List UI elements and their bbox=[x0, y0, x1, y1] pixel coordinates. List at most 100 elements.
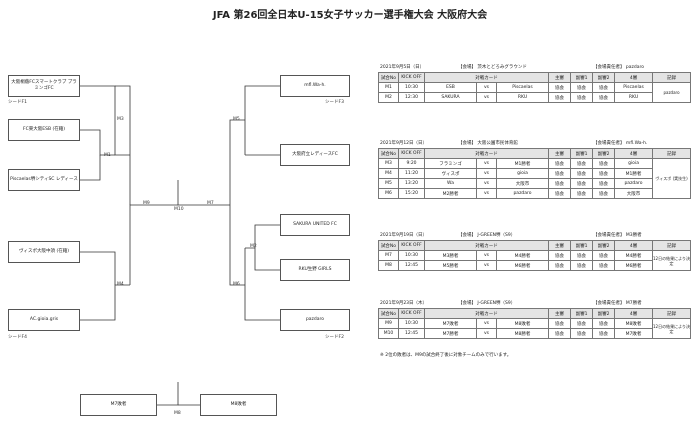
col-header: 試合No bbox=[378, 148, 399, 159]
col-header: 主審 bbox=[548, 240, 572, 251]
table-cell: 9:20 bbox=[398, 158, 425, 169]
team-name: Piscaelas堺シティSC レディース bbox=[10, 177, 78, 182]
record-note: pazdaro bbox=[652, 82, 692, 103]
col-header: 4審 bbox=[614, 72, 654, 83]
schedule-section: 2021年9月12日（日） 【会場】 大阪公園市民体育館 【会場責任者】 mfl.W… bbox=[378, 138, 692, 199]
team-name: SAKURA UNITED FC bbox=[293, 222, 337, 227]
table-cell: vs bbox=[476, 178, 497, 189]
match-label: M9 bbox=[143, 201, 150, 206]
table-cell: 協会 bbox=[592, 158, 616, 169]
table-cell: M2勝者 bbox=[424, 188, 477, 199]
col-header: 4審 bbox=[614, 240, 654, 251]
team-name: FC東大阪ESB (在籍) bbox=[23, 127, 65, 132]
seed-label: シードF2 bbox=[325, 335, 344, 340]
schedule-section: 2021年9月19日（日）【会場】 J-GREEN堺（S9）【会場責任者】 M3… bbox=[378, 230, 692, 271]
col-header: 副審1 bbox=[570, 308, 594, 319]
match-label: M8 bbox=[174, 411, 181, 416]
table-cell: M8勝者 bbox=[495, 328, 550, 339]
team-name: AC.gioia.gris bbox=[29, 317, 59, 322]
match-label: M5 bbox=[233, 117, 240, 122]
col-header: 主審 bbox=[548, 308, 572, 319]
table-cell: 13:20 bbox=[398, 178, 425, 189]
table-cell: 協会 bbox=[592, 260, 616, 271]
table-cell: 協会 bbox=[570, 250, 594, 261]
table-cell: vs bbox=[476, 188, 497, 199]
table-cell: M6勝者 bbox=[495, 260, 550, 271]
table-cell: M4勝者 bbox=[495, 250, 550, 261]
team-name: M7敗者 bbox=[110, 402, 127, 407]
col-header: KICK OFF bbox=[398, 148, 425, 159]
team-box: pazdaro bbox=[280, 309, 350, 331]
table-cell: gioia bbox=[614, 158, 654, 169]
schedule-header: 2021年9月23日（木）【会場】 J-GREEN堺（S9）【会場責任者】 M7… bbox=[378, 298, 690, 308]
schedule-host: 【会場責任者】 mfl.Wa-h. bbox=[593, 141, 648, 146]
footnote: ※ 2位の敗者は、M9の試合終了後に対象チームのみで行います。 bbox=[380, 353, 512, 358]
table-cell: 協会 bbox=[548, 178, 572, 189]
table-cell: 協会 bbox=[592, 318, 616, 329]
schedule-section: 2021年9月5日（日）【会場】 茨木とどろみグラウンド【会場責任者】 pazd… bbox=[378, 62, 692, 103]
team-name: ヴィスポ大阪中須 (在籍) bbox=[19, 249, 69, 254]
team-name: M8敗者 bbox=[230, 402, 247, 407]
col-header: 副審1 bbox=[570, 148, 594, 159]
col-header: 副審2 bbox=[592, 72, 616, 83]
table-cell: RKU bbox=[614, 92, 654, 103]
table-cell: M7勝者 bbox=[424, 328, 477, 339]
schedule-host: 【会場責任者】 M3勝者 bbox=[593, 233, 642, 238]
table-cell: 協会 bbox=[548, 250, 572, 261]
table-cell: 11:20 bbox=[398, 168, 425, 179]
schedule-host: 【会場責任者】 pazdaro bbox=[593, 65, 645, 70]
schedule-date: 2021年9月12日（日） bbox=[380, 141, 428, 146]
team-box: RKU生野 GIRLS bbox=[280, 259, 350, 281]
col-header: 記録 bbox=[652, 308, 692, 319]
table-cell: 協会 bbox=[570, 82, 594, 93]
col-header: KICK OFF bbox=[398, 308, 425, 319]
schedule-venue: 【会場】 大阪公園市民体育館 bbox=[458, 141, 518, 146]
table-cell: M3 bbox=[378, 158, 399, 169]
table-cell: 10:30 bbox=[398, 250, 425, 261]
table-cell: 協会 bbox=[592, 92, 616, 103]
seed-label: シードF4 bbox=[8, 335, 27, 340]
table-cell: SAKURA bbox=[424, 92, 477, 103]
table-cell: ヴィスポ bbox=[424, 168, 477, 179]
seed-label: シードF1 bbox=[8, 100, 27, 105]
col-header: 副審2 bbox=[592, 308, 616, 319]
table-cell: 協会 bbox=[570, 260, 594, 271]
team-box: ヴィスポ大阪中須 (在籍) bbox=[8, 241, 80, 263]
table-cell: 協会 bbox=[570, 328, 594, 339]
table-cell: 12:30 bbox=[398, 92, 425, 103]
table-cell: M9 bbox=[378, 318, 399, 329]
table-cell: M5 bbox=[378, 178, 399, 189]
table-cell: pazdaro bbox=[495, 188, 550, 199]
table-cell: 協会 bbox=[548, 82, 572, 93]
table-cell: 協会 bbox=[570, 188, 594, 199]
team-box: M7敗者 bbox=[80, 394, 157, 416]
table-cell: M7敗者 bbox=[424, 318, 477, 329]
col-header: KICK OFF bbox=[398, 240, 425, 251]
team-box: SAKURA UNITED FC bbox=[280, 214, 350, 236]
table-cell: vs bbox=[476, 328, 497, 339]
schedule-date: 2021年9月5日（日） bbox=[380, 65, 425, 70]
team-name: 大阪桐蔭FCスマートクラブ プラミンゴFC bbox=[11, 80, 77, 91]
table-cell: 10:30 bbox=[398, 82, 425, 93]
table-cell: 協会 bbox=[592, 168, 616, 179]
team-box: 大阪府立レディースFC bbox=[280, 144, 350, 166]
match-label: M3 bbox=[117, 117, 124, 122]
table-cell: M1勝者 bbox=[495, 158, 550, 169]
table-cell: 協会 bbox=[570, 92, 594, 103]
match-label: M7 bbox=[207, 201, 214, 206]
match-label: M6 bbox=[233, 282, 240, 287]
col-header: 試合No bbox=[378, 308, 399, 319]
table-cell: Wa bbox=[424, 178, 477, 189]
table-cell: 協会 bbox=[570, 158, 594, 169]
col-header: 試合No bbox=[378, 240, 399, 251]
table-cell: 協会 bbox=[592, 178, 616, 189]
